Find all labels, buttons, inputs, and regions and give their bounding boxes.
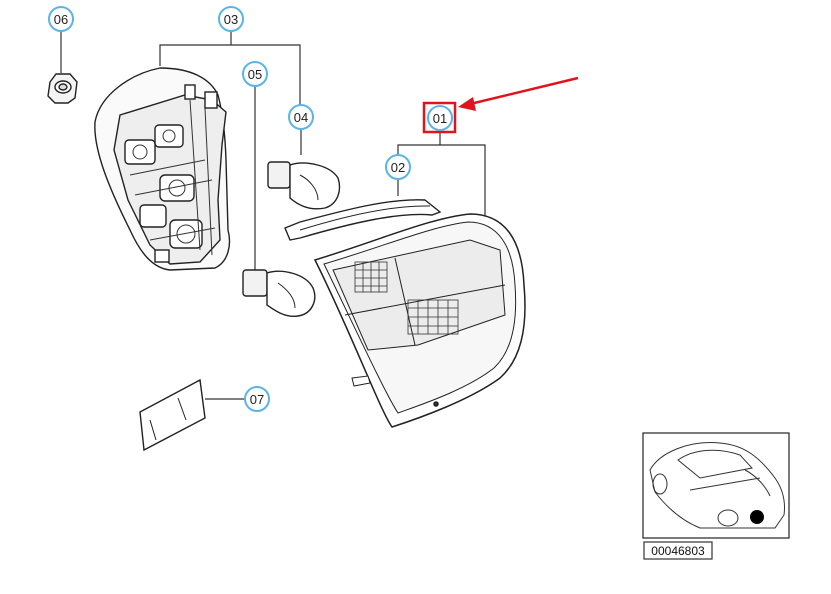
callout-04: 04 <box>288 104 314 130</box>
reference-number: 00046803 <box>651 544 705 558</box>
callout-02-label: 02 <box>391 160 405 175</box>
part-05-bulb <box>242 269 316 318</box>
callout-06-label: 06 <box>54 12 68 27</box>
callout-03: 03 <box>218 6 244 32</box>
callout-07: 07 <box>244 386 270 412</box>
callout-01: 01 <box>427 105 453 131</box>
car-location-inset <box>642 432 790 539</box>
part-01-tail-light <box>313 213 526 428</box>
highlight-arrow <box>458 76 579 111</box>
callout-03-label: 03 <box>224 12 238 27</box>
part-06-nut <box>47 73 78 104</box>
reflector-grid-upper <box>354 261 388 293</box>
callout-07-label: 07 <box>250 392 264 407</box>
reflector-grid-lower <box>407 299 459 335</box>
location-marker <box>750 510 764 524</box>
callout-01-label: 01 <box>433 111 447 126</box>
part-07-label <box>139 378 206 452</box>
callout-06: 06 <box>48 6 74 32</box>
car-outline <box>649 442 785 529</box>
part-04-bulb <box>267 161 341 210</box>
part-02-gasket <box>284 199 442 241</box>
callout-04-label: 04 <box>294 110 308 125</box>
callout-02: 02 <box>385 154 411 180</box>
callout-05-label: 05 <box>248 67 262 82</box>
leader-lines <box>60 31 486 400</box>
reference-number-box: 00046803 <box>643 541 713 560</box>
part-03-bulb-carrier <box>94 67 231 271</box>
highlight-box <box>422 101 457 134</box>
callout-05: 05 <box>242 61 268 87</box>
